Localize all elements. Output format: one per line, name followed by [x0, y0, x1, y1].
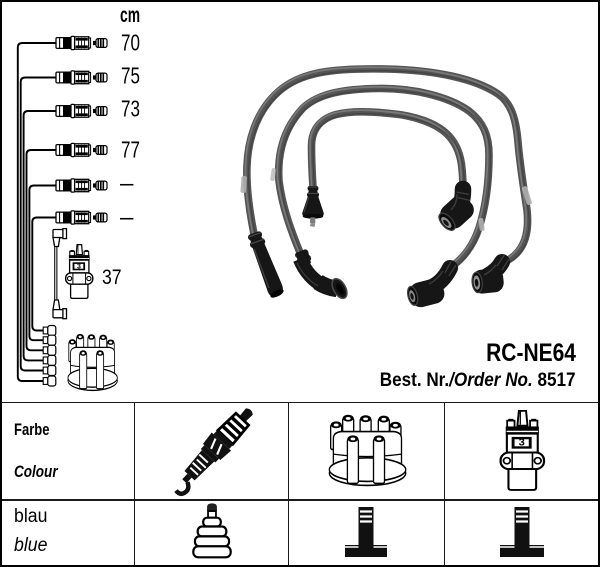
- row1-label-en: Colour: [13, 463, 58, 481]
- row1-label-de: Farbe: [13, 420, 50, 439]
- distributor-cap-icon: [328, 413, 407, 486]
- order-label-en: Order No.: [453, 370, 533, 391]
- elbow-boot-1: [437, 180, 474, 231]
- cable-middle: [279, 89, 491, 269]
- straight-boot: [247, 230, 284, 298]
- order-number: 8517: [533, 370, 576, 391]
- length-value-2: 75: [121, 62, 140, 88]
- elbow-boot-2: [406, 259, 458, 307]
- order-separator: /: [449, 370, 454, 391]
- table-column-divider-1: [133, 401, 136, 565]
- coil-terminal-icon: [499, 506, 544, 557]
- cable-inner: [307, 107, 467, 195]
- plug-terminal-icon: [191, 502, 232, 558]
- order-label-de: Best. Nr.: [379, 370, 450, 391]
- cable-middle: [275, 85, 488, 266]
- length-value-5: –: [119, 169, 133, 196]
- length-value-4: 77: [121, 136, 140, 163]
- distributor-terminal-icon: [344, 506, 387, 557]
- bell-connector: [301, 185, 324, 227]
- wire-set-photo: [240, 64, 532, 307]
- cable-routing-lines: [16, 41, 56, 382]
- spark-plug-icon: [173, 407, 253, 496]
- part-code: RC-NE64: [485, 339, 576, 367]
- table-row-divider: [2, 499, 598, 501]
- coil-cable: [51, 227, 67, 319]
- length-value-6: –: [119, 203, 133, 230]
- ignition-coil-icon: [498, 409, 545, 491]
- row2-label-en: blue: [14, 534, 48, 556]
- order-number-value: 8517: [537, 370, 576, 391]
- table-column-divider-3: [443, 401, 446, 565]
- table-top-border: [2, 401, 598, 404]
- table-column-divider-2: [287, 401, 290, 565]
- length-value-1: 70: [121, 29, 140, 55]
- length-value-3: 73: [121, 95, 140, 122]
- angled-boot: [292, 248, 348, 299]
- cable-middle: [274, 84, 493, 271]
- elbow-boot-3: [470, 253, 510, 294]
- row2-label-de: blau: [14, 505, 48, 527]
- cable-inner: [311, 112, 465, 193]
- cable-outer: [242, 64, 531, 267]
- cable-inner: [308, 108, 462, 190]
- coil-length-value: 37: [102, 266, 122, 290]
- order-number-line: Best. Nr./Order No. 8517: [380, 370, 576, 392]
- unit-header: cm: [119, 3, 140, 27]
